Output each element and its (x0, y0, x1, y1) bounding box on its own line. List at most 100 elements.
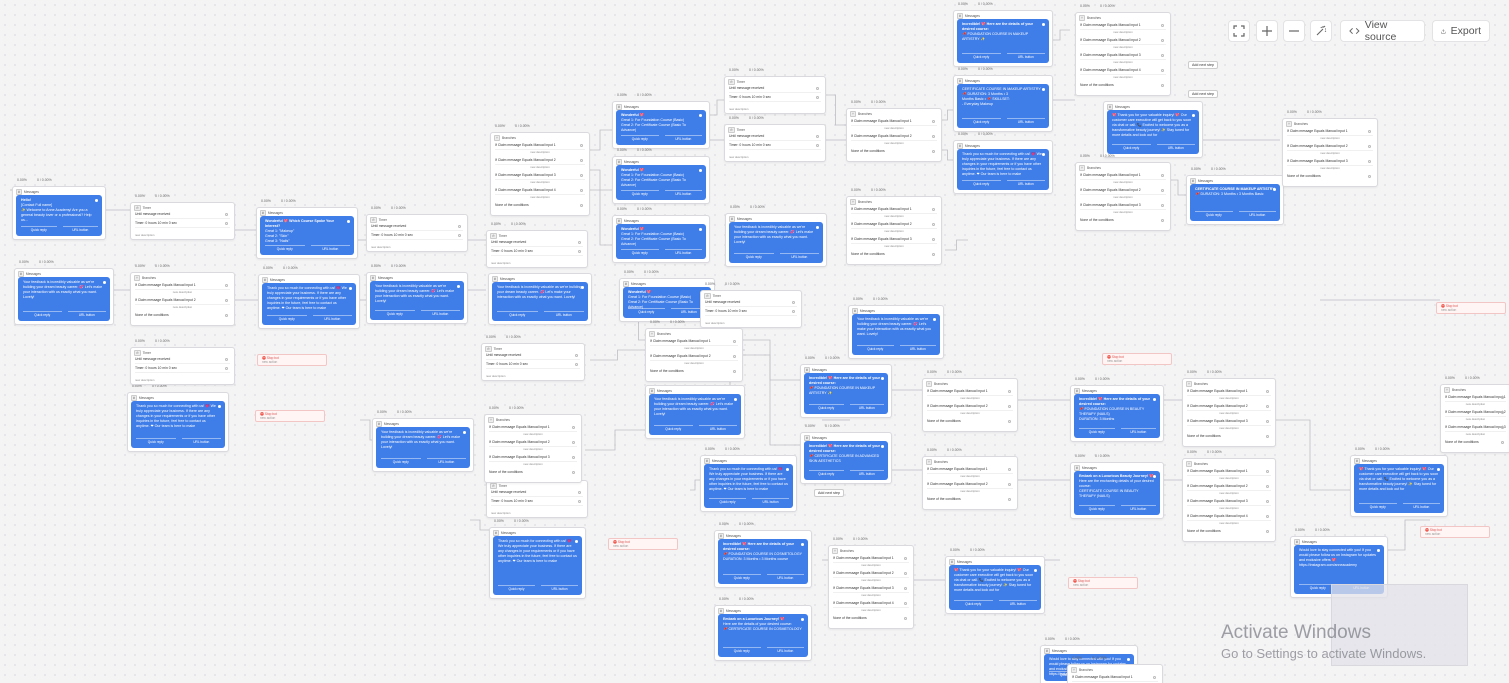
branch-condition[interactable]: If Claim message Equals Manual input 3 (1287, 158, 1373, 166)
until-message-row[interactable]: Until message received (705, 299, 797, 307)
branch-condition[interactable]: If Claim message Equals Manual input 1 (1445, 394, 1506, 402)
branch-condition[interactable]: If Claim message Equals Manual input 2 (135, 297, 230, 305)
url-button[interactable]: URL button (664, 135, 702, 142)
branch-condition[interactable]: If Claim message Equals Manual input 2 (495, 157, 585, 165)
export-button[interactable]: Export (1432, 20, 1490, 42)
quick-reply-button[interactable]: Quick reply (954, 600, 993, 607)
url-button[interactable]: URL button (181, 438, 221, 445)
timer-row[interactable]: Timer: 0 hours 10 min 0 sec (729, 142, 821, 150)
until-message-row[interactable]: Until message received (491, 239, 583, 247)
branch-condition[interactable]: If Claim message Equals Manual input 1 (1080, 22, 1166, 30)
branch-fallback[interactable]: None of the conditions (1080, 217, 1166, 224)
branch-fallback[interactable]: None of the conditions (650, 368, 738, 375)
zoom-in-button[interactable] (1256, 20, 1278, 42)
timer-row[interactable]: Timer: 0 hours 10 min 0 sec (486, 361, 580, 369)
quick-reply-button[interactable]: Quick reply (23, 311, 62, 318)
url-button[interactable]: URL button (998, 600, 1037, 607)
branch-fallback[interactable]: None of the conditions (927, 418, 1013, 425)
branch-condition[interactable]: If Claim message Equals Manual input 4 (495, 187, 585, 195)
quick-reply-button[interactable]: Quick reply (962, 53, 1001, 60)
quick-reply-button[interactable]: Quick reply (136, 438, 176, 445)
quick-reply-button[interactable]: Quick reply (1079, 505, 1115, 512)
fit-view-button[interactable] (1228, 20, 1250, 42)
url-button[interactable]: URL button (766, 574, 804, 581)
message-node[interactable]: 0.00%0 / 0.00%#Messages💖 Thank you for y… (1350, 447, 1448, 517)
url-button[interactable]: URL button (752, 498, 789, 505)
branch-fallback[interactable]: None of the conditions (1080, 82, 1166, 89)
until-message-row[interactable]: Until message received (486, 352, 580, 360)
branch-condition[interactable]: If Claim message Equals Manual input 3 (833, 585, 909, 593)
url-button[interactable]: URL button (1006, 118, 1045, 125)
timer-row[interactable]: Timer: 0 hours 10 min 0 sec (371, 232, 463, 240)
branch-condition[interactable]: If Claim message Equals Manual input 1 (489, 424, 577, 432)
timer-row[interactable]: Timer: 0 hours 10 min 0 sec (491, 248, 583, 256)
branch-condition[interactable]: If Claim message Equals Manual input 3 (851, 236, 937, 244)
branch-condition[interactable]: If Claim message Equals Manual input 2 (1080, 187, 1166, 195)
url-button[interactable]: URL button (1238, 211, 1276, 218)
quick-reply-button[interactable]: Quick reply (1112, 144, 1151, 151)
branch-condition[interactable]: If Claim message Equals Manual input 2 (650, 353, 738, 361)
branch-fallback[interactable]: None of the conditions (1187, 433, 1271, 440)
branch-condition[interactable]: If Claim message Equals Manual input 1 (1080, 172, 1166, 180)
branch-fallback[interactable]: None of the conditions (851, 148, 937, 155)
branch-condition[interactable]: If Claim message Equals Manual input 1 (927, 466, 1013, 474)
timer-row[interactable]: Timer: 0 hours 10 min 0 sec (135, 365, 230, 373)
branch-condition[interactable]: If Claim message Equals Manual input 2 (489, 439, 577, 447)
branch-condition[interactable]: If Claim message Equals Manual input 2 (1187, 483, 1271, 491)
quick-reply-button[interactable]: Quick reply (809, 404, 844, 411)
branch-condition[interactable]: If Claim message Equals Manual input 2 (851, 133, 937, 141)
branch-condition[interactable]: If Claim message Equals Manual input 1 (135, 282, 230, 290)
branch-condition[interactable]: If Claim message Equals Manual input 2 (851, 221, 937, 229)
zoom-out-button[interactable] (1283, 20, 1305, 42)
branch-condition[interactable]: If Claim message Equals Manual input 1 (495, 142, 585, 150)
quick-reply-button[interactable]: Quick reply (723, 647, 761, 654)
branch-condition[interactable]: If Claim message Equals Manual input 3 (1080, 202, 1166, 210)
until-message-row[interactable]: Until message received (729, 85, 821, 93)
branch-condition[interactable]: If Claim message Equals Manual input 3 (1445, 424, 1506, 432)
branch-condition[interactable]: If Claim message Equals Manual input 1 (1072, 674, 1158, 682)
magic-layout-button[interactable] (1310, 20, 1332, 42)
branch-fallback[interactable]: None of the conditions (927, 496, 1013, 503)
url-button[interactable]: URL button (1156, 144, 1195, 151)
until-message-row[interactable]: Until message received (371, 223, 463, 231)
branch-condition[interactable]: If Claim message Equals Manual input 2 (1445, 409, 1506, 417)
url-button[interactable]: URL button (312, 315, 352, 322)
branch-condition[interactable]: If Claim message Equals Manual input 3 (495, 172, 585, 180)
branch-condition[interactable]: If Claim message Equals Manual input 1 (927, 388, 1013, 396)
branch-condition[interactable]: If Claim message Equals Manual input 4 (833, 600, 909, 608)
until-message-row[interactable]: Until message received (491, 489, 583, 497)
branch-condition[interactable]: If Claim message Equals Manual input 1 (851, 206, 937, 214)
until-message-row[interactable]: Until message received (135, 356, 230, 364)
branch-condition[interactable]: If Claim message Equals Manual input 2 (833, 570, 909, 578)
